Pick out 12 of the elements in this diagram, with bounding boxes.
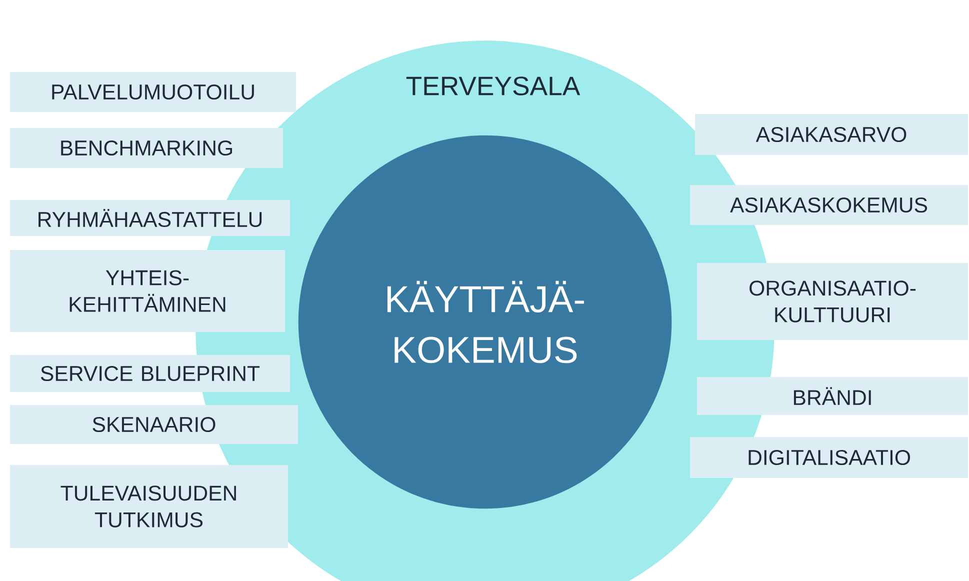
label-box: SKENAARIO	[10, 405, 298, 444]
label-box: SERVICE BLUEPRINT	[10, 354, 290, 392]
label-box: ORGANISAATIO- KULTTUURI	[697, 262, 968, 340]
label-box: RYHMÄHAASTATTELU	[10, 200, 290, 236]
label-box: BENCHMARKING	[10, 128, 284, 168]
label-box: ASIAKASARVO	[694, 114, 968, 156]
label-box: DIGITALISAATIO	[690, 436, 968, 478]
label-box: BRÄNDI	[697, 377, 968, 415]
label-box: TULEVAISUUDEN TUTKIMUS	[10, 465, 288, 548]
label-box: PALVELUMUOTOILU	[10, 72, 296, 112]
label-box: ASIAKASKOKEMUS	[690, 185, 968, 225]
label-box: YHTEIS- KEHITTÄMINEN	[10, 250, 285, 332]
